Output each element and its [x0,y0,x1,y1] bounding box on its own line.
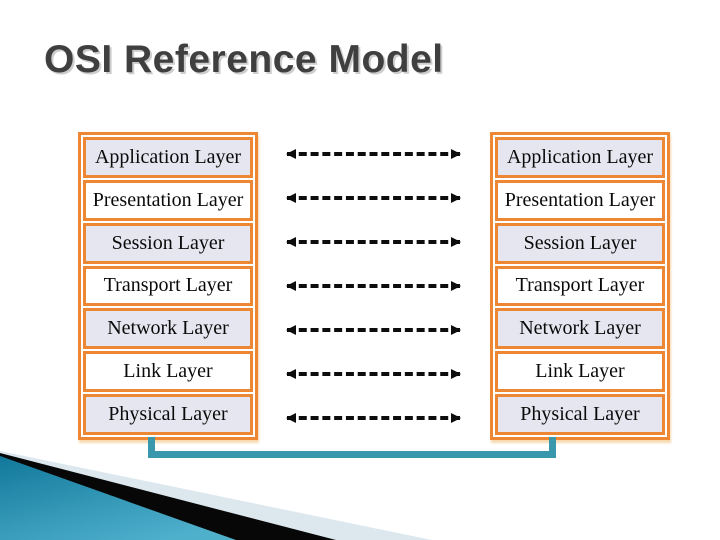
layer-box-session-layer-right: Session Layer [495,222,665,264]
double-headed-dashed-arrow [286,149,461,159]
layer-box-transport-layer-right: Transport Layer [495,265,665,307]
double-headed-dashed-arrow [286,193,461,203]
layer-box-network-layer-left: Network Layer [83,308,253,350]
layer-box-presentation-layer-right: Presentation Layer [495,179,665,221]
double-headed-dashed-arrow [286,325,461,335]
layer-box-link-layer-right: Link Layer [495,351,665,393]
teal-wedge [0,456,236,540]
double-headed-dashed-arrow [286,369,461,379]
arrow-row-application-layer [286,132,461,176]
arrow-row-presentation-layer [286,176,461,220]
double-headed-dashed-arrow [286,413,461,423]
bottom-span-bracket [148,437,556,458]
layer-box-application-layer-right: Application Layer [495,137,665,178]
arrow-row-physical-layer [286,396,461,440]
double-headed-dashed-arrow [286,281,461,291]
double-headed-dashed-arrow [286,237,461,247]
peer-arrows [286,132,461,440]
arrow-row-session-layer [286,220,461,264]
layer-box-transport-layer-left: Transport Layer [83,265,253,307]
arrow-row-link-layer [286,352,461,396]
layer-box-network-layer-right: Network Layer [495,308,665,350]
layer-box-physical-layer-left: Physical Layer [83,394,253,435]
corner-decoration [0,451,432,540]
slide-title: OSI Reference Model [44,38,444,81]
arrow-row-network-layer [286,308,461,352]
layer-box-session-layer-left: Session Layer [83,222,253,264]
layer-box-link-layer-left: Link Layer [83,351,253,393]
layer-box-physical-layer-right: Physical Layer [495,394,665,435]
layer-box-application-layer-left: Application Layer [83,137,253,178]
arrow-row-transport-layer [286,264,461,308]
layer-box-presentation-layer-left: Presentation Layer [83,179,253,221]
